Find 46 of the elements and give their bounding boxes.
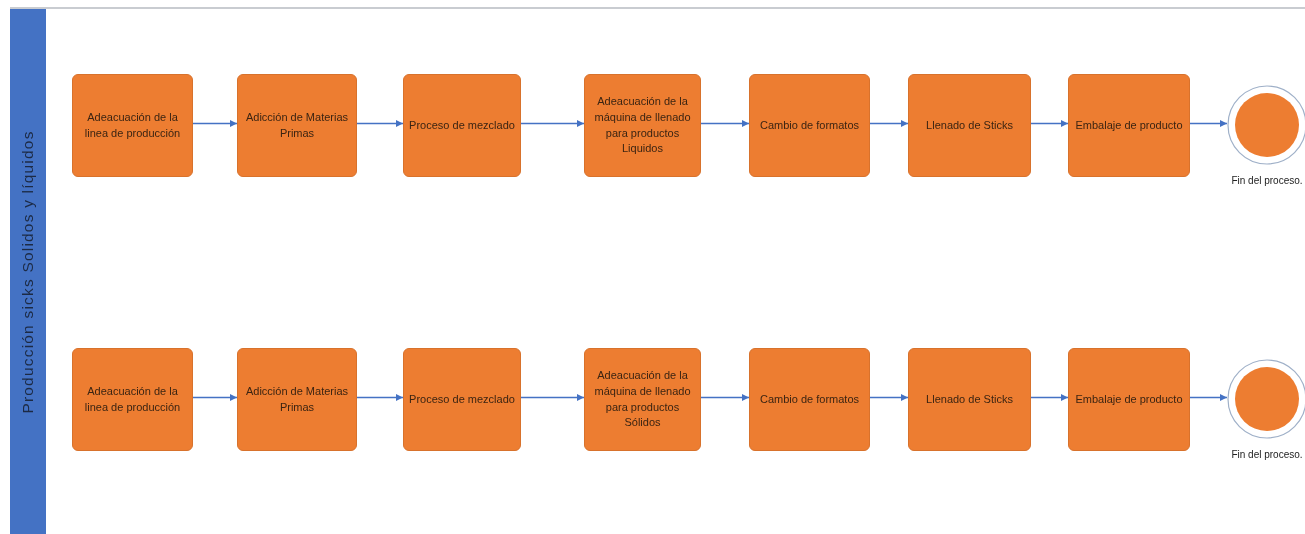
process-label: Adicción de Materias Primas — [244, 109, 350, 141]
arrow — [1030, 120, 1069, 127]
process-label: Embalaje de producto — [1075, 391, 1183, 407]
process-label: Adeacuación de la máquina de llenado para productos Sólidos — [593, 367, 692, 431]
arrow — [869, 120, 909, 127]
process-box — [72, 74, 193, 177]
process-label: Cambio de formatos — [759, 117, 859, 133]
process-box — [908, 348, 1031, 451]
arrow — [869, 394, 909, 401]
arrow — [700, 120, 750, 127]
arrow — [356, 120, 404, 127]
arrow — [1189, 394, 1228, 401]
process-box — [1068, 74, 1190, 177]
arrow — [356, 394, 404, 401]
arrow — [1030, 394, 1069, 401]
arrow — [1189, 120, 1228, 127]
process-label: Adeacuación de la linea de producción — [83, 383, 182, 415]
process-box — [403, 348, 521, 451]
arrow — [520, 394, 585, 401]
process-box — [908, 74, 1031, 177]
process-label: Llenado de Sticks — [926, 391, 1013, 407]
arrow — [192, 120, 238, 127]
process-box — [584, 74, 701, 177]
process-box — [1068, 348, 1190, 451]
end-label: Fin del proceso. — [1231, 449, 1303, 460]
process-box — [749, 74, 870, 177]
process-label: Adeacuación de la linea de producción — [83, 109, 182, 141]
process-label: Embalaje de producto — [1075, 117, 1183, 133]
process-label: Adeacuación de la máquina de llenado para productos Liquidos — [593, 93, 692, 157]
process-label: Adicción de Materias Primas — [244, 383, 350, 415]
swimlane-pool — [10, 7, 1305, 534]
process-label: Proceso de mezclado — [409, 117, 515, 133]
end-label: Fin del proceso. — [1231, 175, 1303, 186]
process-label: Llenado de Sticks — [926, 117, 1013, 133]
process-label: Proceso de mezclado — [409, 391, 515, 407]
process-box — [237, 348, 357, 451]
process-label: Cambio de formatos — [759, 391, 859, 407]
process-box — [72, 348, 193, 451]
arrow — [192, 394, 238, 401]
process-box — [403, 74, 521, 177]
process-box — [749, 348, 870, 451]
arrow — [520, 120, 585, 127]
arrow — [700, 394, 750, 401]
process-box — [237, 74, 357, 177]
process-box — [584, 348, 701, 451]
lane-title: Producción sicks Solidos y líquidos — [19, 130, 37, 414]
